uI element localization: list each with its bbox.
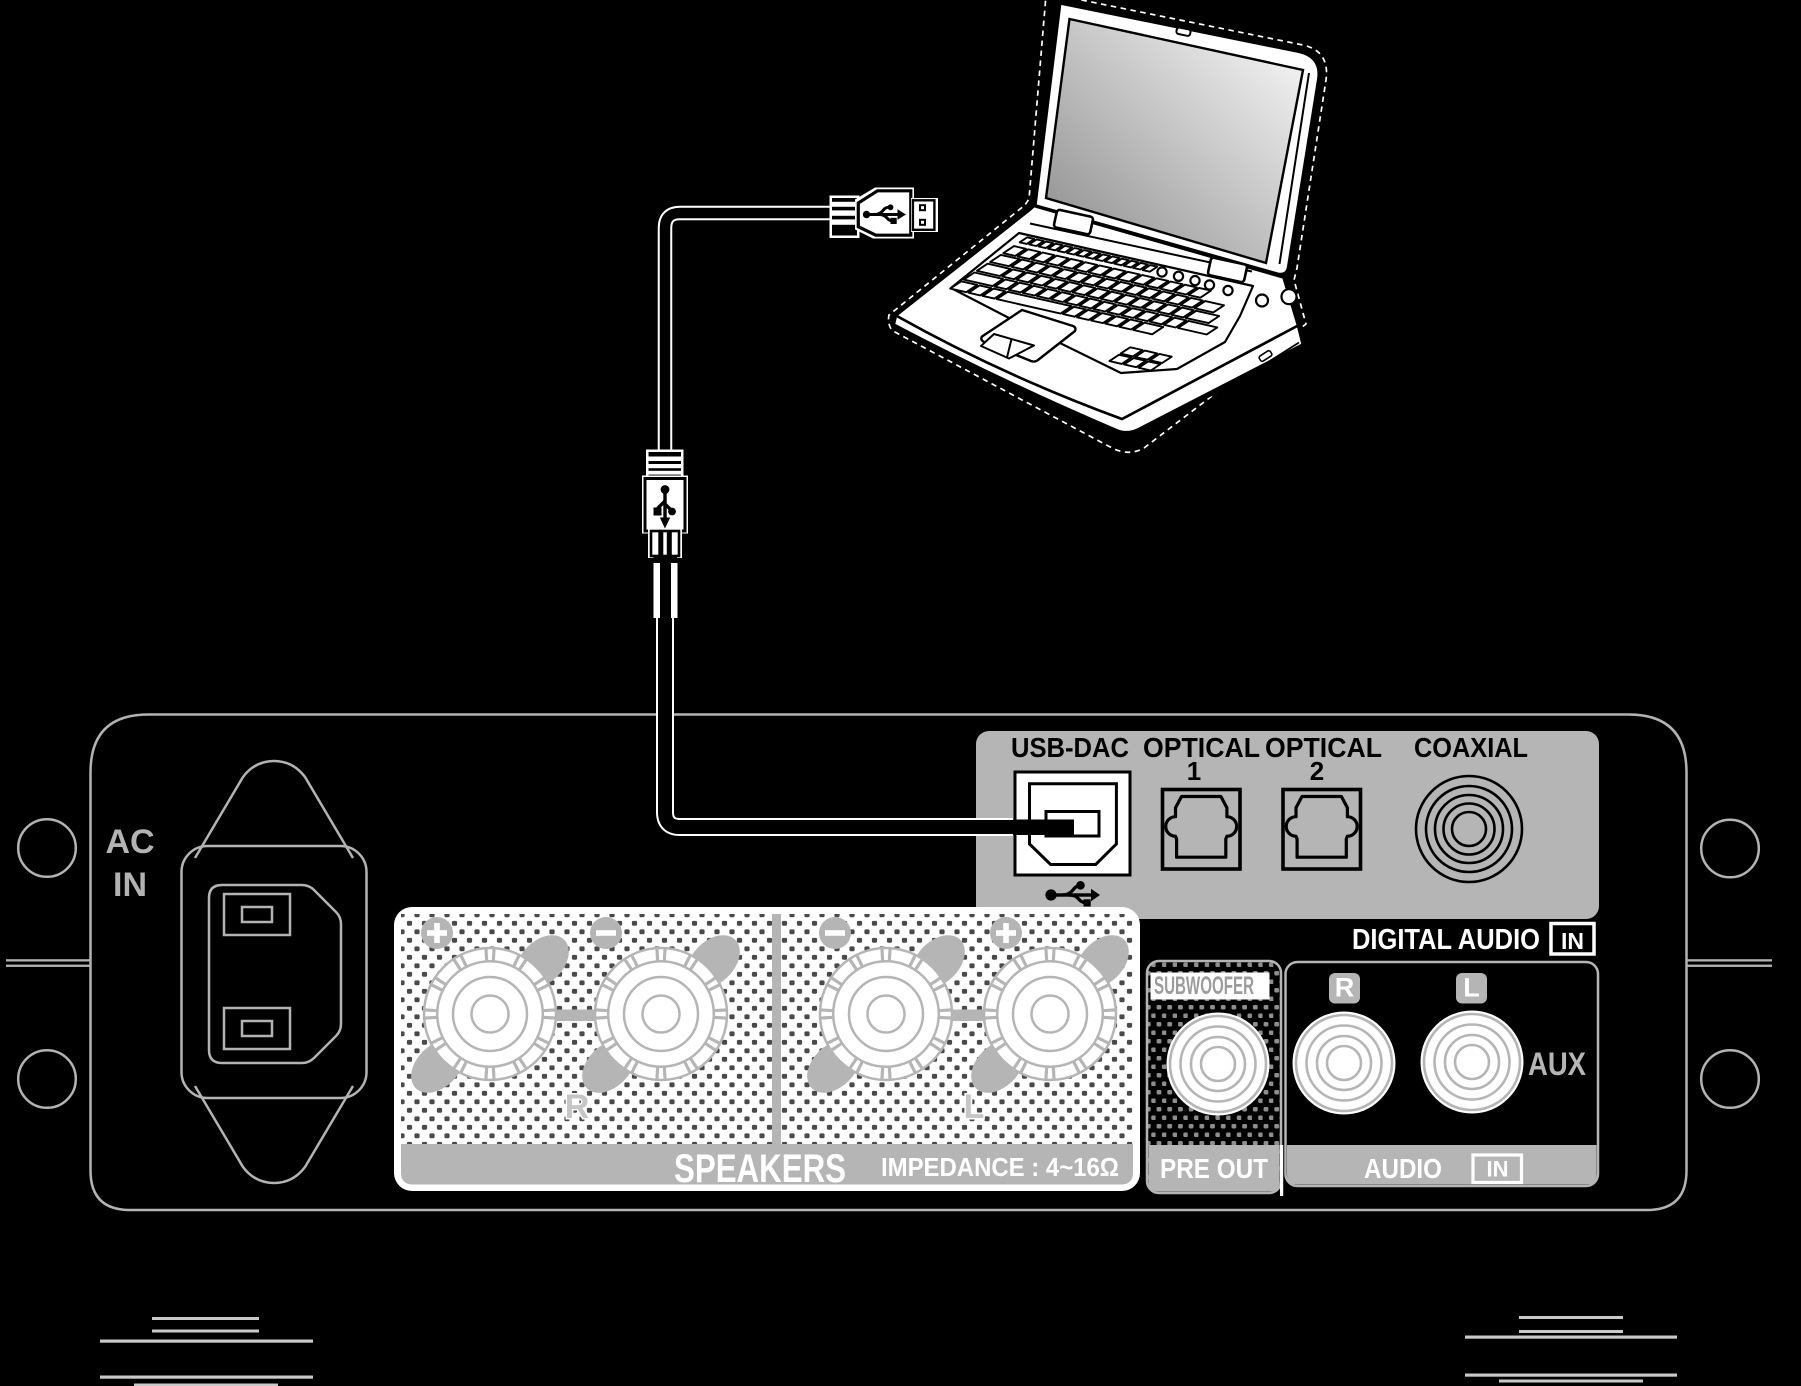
- svg-text:L: L: [1463, 973, 1480, 1003]
- svg-text:SUBWOOFER: SUBWOOFER: [1154, 972, 1254, 1000]
- svg-text:COAXIAL: COAXIAL: [1414, 732, 1528, 763]
- svg-text:R: R: [1335, 973, 1355, 1003]
- svg-text:AUX: AUX: [1528, 1046, 1587, 1082]
- svg-text:IN: IN: [1487, 1157, 1509, 1182]
- svg-text:2: 2: [1310, 756, 1324, 786]
- svg-text:AC: AC: [105, 823, 154, 861]
- svg-text:IN: IN: [113, 866, 147, 904]
- svg-text:OPTICAL: OPTICAL: [1143, 732, 1260, 763]
- svg-text:IN: IN: [1561, 928, 1584, 954]
- svg-text:R: R: [565, 1088, 590, 1126]
- svg-text:L: L: [964, 1088, 985, 1126]
- svg-text:IMPEDANCE : 4~16Ω: IMPEDANCE : 4~16Ω: [881, 1154, 1119, 1182]
- svg-text:SPEAKERS: SPEAKERS: [674, 1147, 846, 1191]
- svg-text:PRE OUT: PRE OUT: [1160, 1153, 1268, 1184]
- svg-text:USB-DAC: USB-DAC: [1011, 732, 1129, 763]
- svg-text:AUDIO: AUDIO: [1364, 1153, 1442, 1184]
- svg-text:DIGITAL AUDIO: DIGITAL AUDIO: [1352, 924, 1540, 956]
- svg-text:OPTICAL: OPTICAL: [1265, 732, 1382, 763]
- svg-text:1: 1: [1187, 756, 1201, 786]
